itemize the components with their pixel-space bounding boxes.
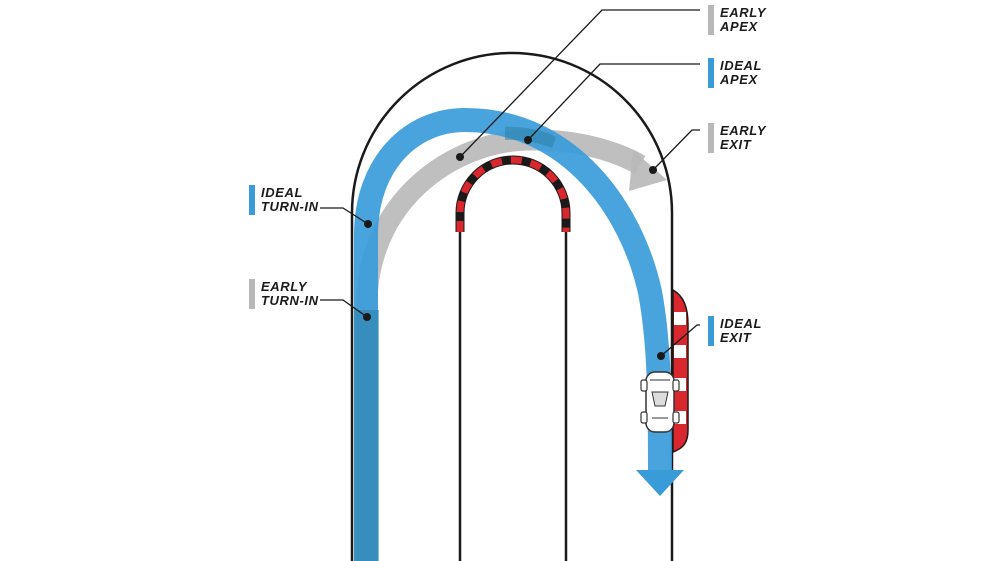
outer-curb-white-1: [674, 312, 686, 325]
track-inner-edge: [458, 158, 568, 561]
inner-curb-stripes: [456, 156, 570, 232]
label-line2: EXIT: [720, 330, 752, 345]
label-ideal-apex: IDEAL APEX: [708, 58, 762, 88]
label-marker: [708, 5, 714, 35]
label-ideal-turn-in: IDEAL TURN-IN: [249, 185, 319, 215]
label-marker: [708, 58, 714, 88]
label-line1: IDEAL: [720, 316, 762, 331]
early-line-arrowhead: [629, 150, 667, 191]
label-line1: EARLY: [261, 279, 308, 294]
dot-ideal-exit: [657, 352, 665, 360]
label-early-turn-in: EARLY TURN-IN: [249, 279, 319, 309]
leader-early-turn-in: [320, 299, 368, 318]
label-early-exit: EARLY EXIT: [708, 123, 767, 153]
label-early-apex: EARLY APEX: [708, 5, 767, 35]
outer-curb-white-2: [674, 345, 686, 358]
label-line2: EXIT: [720, 137, 752, 152]
leader-lines: [320, 9, 700, 357]
label-line1: IDEAL: [720, 58, 762, 73]
label-line1: IDEAL: [261, 185, 303, 200]
dot-early-apex: [456, 153, 464, 161]
label-line2: TURN-IN: [261, 199, 319, 214]
arrow-down-icon: [636, 470, 684, 496]
label-line2: TURN-IN: [261, 293, 319, 308]
leader-early-exit: [652, 129, 700, 171]
ideal-line-path: [354, 107, 672, 561]
line-overlap-lower: [354, 310, 379, 561]
dot-early-turn-in: [363, 313, 371, 321]
leader-dots: [363, 136, 665, 360]
leader-ideal-exit: [660, 324, 700, 357]
leader-early-apex: [459, 9, 700, 158]
dot-ideal-turn-in: [364, 220, 372, 228]
inner-curb: [455, 155, 571, 232]
label-ideal-exit: IDEAL EXIT: [708, 316, 762, 346]
label-line2: APEX: [719, 19, 759, 34]
dot-ideal-apex: [524, 136, 532, 144]
early-line-path: [356, 129, 646, 561]
early-line: [356, 129, 667, 561]
label-marker: [708, 123, 714, 153]
label-marker: [249, 279, 255, 309]
race-car-icon: [640, 371, 680, 433]
label-marker: [708, 316, 714, 346]
label-line1: EARLY: [720, 5, 767, 20]
outer-curb: [672, 288, 689, 454]
dot-early-exit: [649, 166, 657, 174]
ideal-line: [354, 107, 684, 561]
label-line2: APEX: [719, 72, 759, 87]
leader-ideal-turn-in: [320, 207, 369, 225]
track-outer-edge: [350, 51, 674, 561]
label-line1: EARLY: [720, 123, 767, 138]
leader-ideal-apex: [527, 63, 700, 141]
label-marker: [249, 185, 255, 215]
